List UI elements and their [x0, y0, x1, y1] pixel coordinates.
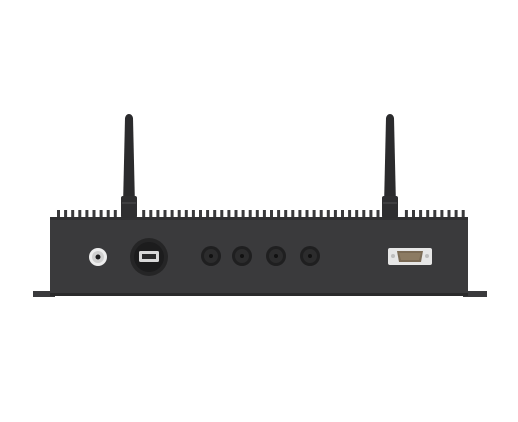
heatsink-fin — [170, 210, 174, 219]
sma-connector-4 — [300, 246, 320, 266]
sma-connector-1 — [201, 246, 221, 266]
heatsink-fin — [163, 210, 167, 219]
heatsink-fin — [213, 210, 217, 219]
heatsink-fin — [78, 210, 82, 219]
heatsink-fin — [419, 210, 423, 219]
heatsink-fin — [191, 210, 195, 219]
heatsink-fin — [113, 210, 117, 219]
heatsink-fin — [227, 210, 231, 219]
heatsink-fin — [277, 210, 281, 219]
heatsink-fin — [206, 210, 210, 219]
heatsink-fin — [57, 210, 60, 219]
sma-connector-3 — [266, 246, 286, 266]
heatsink-fin — [149, 210, 153, 219]
heatsink-fin — [92, 210, 96, 219]
heatsink-fins — [57, 210, 465, 219]
heatsink-fin — [142, 210, 146, 219]
mounting-flanges — [33, 291, 487, 297]
sma-connectors — [201, 246, 320, 266]
heatsink-fin — [184, 210, 188, 219]
heatsink-fin — [369, 210, 373, 219]
heatsink-fin — [326, 210, 330, 219]
antenna-right — [382, 114, 398, 218]
heatsink-fin — [177, 210, 181, 219]
heatsink-fin — [241, 210, 245, 219]
heatsink-fin — [284, 210, 288, 219]
heatsink-fin — [376, 210, 380, 219]
heatsink-fin — [298, 210, 302, 219]
heatsink-fin — [312, 210, 316, 219]
heatsink-fin — [404, 210, 408, 219]
chassis-top-edge — [50, 217, 468, 220]
heatsink-fin — [156, 210, 160, 219]
heatsink-fin — [362, 210, 366, 219]
sma-connector-2 — [232, 246, 252, 266]
flange-left — [33, 291, 55, 297]
heatsink-fin — [106, 210, 110, 219]
heatsink-fin — [71, 210, 75, 219]
heatsink-fin — [412, 210, 415, 219]
heatsink-fin — [234, 210, 238, 219]
heatsink-fin — [440, 210, 444, 219]
heatsink-fin — [305, 210, 309, 219]
heatsink-fin — [220, 210, 224, 219]
heatsink-fin — [461, 210, 465, 219]
chassis-bottom-edge — [50, 293, 468, 296]
heatsink-fin — [199, 210, 202, 219]
dc-power-jack — [89, 248, 107, 266]
db-serial-port — [388, 248, 432, 265]
heatsink-fin — [447, 210, 451, 219]
heatsink-fin — [270, 210, 273, 219]
heatsink-fin — [433, 210, 437, 219]
heatsink-fin — [348, 210, 352, 219]
heatsink-fin — [262, 210, 266, 219]
heatsink-fin — [255, 210, 259, 219]
heatsink-fin — [333, 210, 337, 219]
flange-right — [463, 291, 487, 297]
heatsink-fin — [355, 210, 359, 219]
heatsink-fin — [454, 210, 458, 219]
usb-port — [130, 238, 168, 276]
antenna-left — [121, 114, 137, 218]
heatsink-fin — [99, 210, 103, 219]
heatsink-fin — [426, 210, 430, 219]
heatsink-fin — [291, 210, 295, 219]
heatsink-fin — [64, 210, 68, 219]
heatsink-fin — [248, 210, 252, 219]
heatsink-fin — [319, 210, 323, 219]
heatsink-fin — [85, 210, 89, 219]
heatsink-fin — [341, 210, 344, 219]
